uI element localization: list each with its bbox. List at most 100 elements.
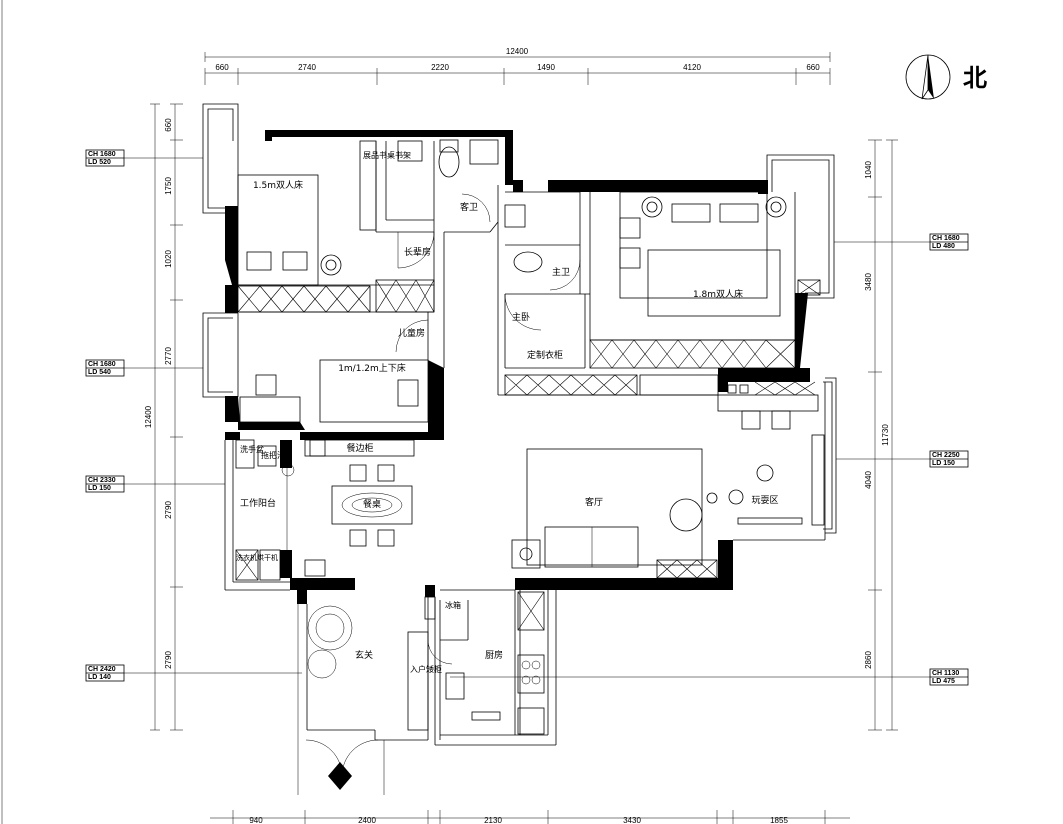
label-play-area: 玩耍区 <box>751 495 778 506</box>
dim-left-5: 2790 <box>164 651 173 669</box>
label-master-bedroom: 主卧 <box>512 311 530 323</box>
svg-text:CH 1680: CH 1680 <box>932 235 960 242</box>
walls <box>225 130 810 604</box>
top-dimensions: 12400 660 2740 2220 1490 4120 660 <box>204 47 831 85</box>
dining-table <box>331 485 413 525</box>
svg-text:CH 2250: CH 2250 <box>932 452 960 459</box>
tag-1: CH 1680 LD 540 <box>85 359 203 377</box>
lamp-icon <box>511 539 541 569</box>
svg-text:LD 475: LD 475 <box>932 678 955 685</box>
hand-basin <box>235 439 255 469</box>
dim-top-5: 660 <box>806 63 820 72</box>
svg-text:LD 150: LD 150 <box>932 460 955 467</box>
dim-bottom-3: 3430 <box>623 816 641 824</box>
label-fridge: 冰箱 <box>445 600 461 610</box>
room-labels: 1.5m双人床 客卫 长辈房 主卫 主卧 1.8m双人床 定制衣柜 儿童房 1m… <box>236 150 779 674</box>
dim-top-3: 1490 <box>537 63 555 72</box>
lamp-icon <box>320 254 342 276</box>
dim-bottom-2: 2130 <box>484 816 502 824</box>
bookshelf <box>359 140 377 231</box>
master-bed <box>647 249 781 317</box>
dim-left-0: 660 <box>164 118 173 132</box>
dim-bottom-0: 940 <box>249 816 263 824</box>
wardrobe-master <box>589 339 796 369</box>
right-dimensions: 1040 3480 4040 2860 11730 <box>864 139 898 731</box>
label-bunk-bed: 1m/1.2m上下床 <box>338 362 406 374</box>
sideboard <box>309 439 415 457</box>
north-arrow: 北 <box>905 54 987 100</box>
guest-bed <box>237 174 319 286</box>
dim-top-total: 12400 <box>506 47 529 56</box>
dim-left-3: 2770 <box>164 347 173 365</box>
shoe-cabinet <box>407 631 429 731</box>
toilet-icon <box>513 251 543 273</box>
label-hand-basin: 洗手盆 <box>240 444 264 454</box>
plant-icon <box>307 605 353 651</box>
bunk-bed <box>319 359 429 423</box>
svg-text:LD 140: LD 140 <box>88 674 111 681</box>
balconies <box>202 103 837 534</box>
armchair <box>669 498 703 532</box>
svg-text:CH 2330: CH 2330 <box>88 477 116 484</box>
sink-icon <box>469 139 499 165</box>
dryer <box>259 549 281 581</box>
tag-2: CH 2330 LD 150 <box>85 475 225 493</box>
door-kids-room <box>395 319 429 353</box>
kitchen-sink-icon <box>445 672 465 700</box>
label-guest-bed: 1.5m双人床 <box>253 179 303 191</box>
label-washer-dryer: 洗衣机烘干机 <box>236 553 278 562</box>
svg-text:CH 1680: CH 1680 <box>88 361 116 368</box>
label-living-room: 客厅 <box>585 496 603 508</box>
tag-5: CH 2250 LD 150 <box>836 450 969 468</box>
svg-text:LD 540: LD 540 <box>88 369 111 376</box>
north-label: 北 <box>963 64 987 92</box>
sofa <box>544 526 639 568</box>
furniture <box>235 139 825 735</box>
svg-text:LD 150: LD 150 <box>88 485 111 492</box>
dim-right-total: 11730 <box>881 424 890 446</box>
bottom-dimensions: 940 2400 2130 3430 1855 <box>210 810 850 824</box>
svg-text:LD 520: LD 520 <box>88 159 111 166</box>
entrance-arrow-icon <box>328 762 352 790</box>
label-shoe-cabinet: 入户矮柜 <box>410 664 442 674</box>
plant-icon <box>307 649 337 679</box>
door-master-bath <box>549 259 581 291</box>
door-guest-bath <box>461 193 491 223</box>
toilet-icon <box>438 146 460 178</box>
svg-text:CH 1680: CH 1680 <box>88 151 116 158</box>
left-dimensions: 12400 660 1750 1020 2770 2790 2790 <box>144 103 183 731</box>
label-guest-bath: 客卫 <box>460 201 478 213</box>
dim-bottom-4: 1855 <box>770 816 788 824</box>
label-entrance: 玄关 <box>355 649 373 661</box>
mop-pool <box>257 445 277 467</box>
label-kitchen: 厨房 <box>485 649 503 661</box>
tag-4: CH 1680 LD 480 <box>834 233 969 251</box>
tag-0: CH 1680 LD 520 <box>85 149 203 167</box>
dim-right-3: 2860 <box>864 651 873 669</box>
lamp-icon <box>641 196 663 218</box>
washer <box>235 549 259 581</box>
interior-walls <box>224 141 826 795</box>
label-sideboard: 餐边柜 <box>346 442 373 454</box>
shower-icon <box>504 204 526 228</box>
label-display-desk: 展品书桌书架 <box>363 150 411 160</box>
tv-cabinet <box>504 374 638 396</box>
shower-icon <box>397 140 423 162</box>
dim-left-1: 1750 <box>164 177 173 195</box>
living-rug <box>526 448 703 566</box>
dim-top-1: 2740 <box>298 63 316 72</box>
dim-right-0: 1040 <box>864 161 873 179</box>
label-dining-table: 餐桌 <box>363 498 381 510</box>
label-mop-pool: 拖把池 <box>261 450 285 460</box>
dim-right-2: 4040 <box>864 471 873 489</box>
label-work-balcony: 工作阳台 <box>240 497 276 509</box>
label-master-bed: 1.8m双人床 <box>693 288 743 300</box>
dim-bottom-1: 2400 <box>358 816 376 824</box>
door-elder-room <box>397 231 435 269</box>
height-tags: CH 1680 LD 520 CH 1680 LD 540 CH 2330 LD… <box>85 149 969 686</box>
label-master-bath: 主卫 <box>552 266 570 278</box>
tag-3: CH 2420 LD 140 <box>85 664 302 682</box>
dim-left-2: 1020 <box>164 250 173 268</box>
plant-icon <box>281 463 295 477</box>
